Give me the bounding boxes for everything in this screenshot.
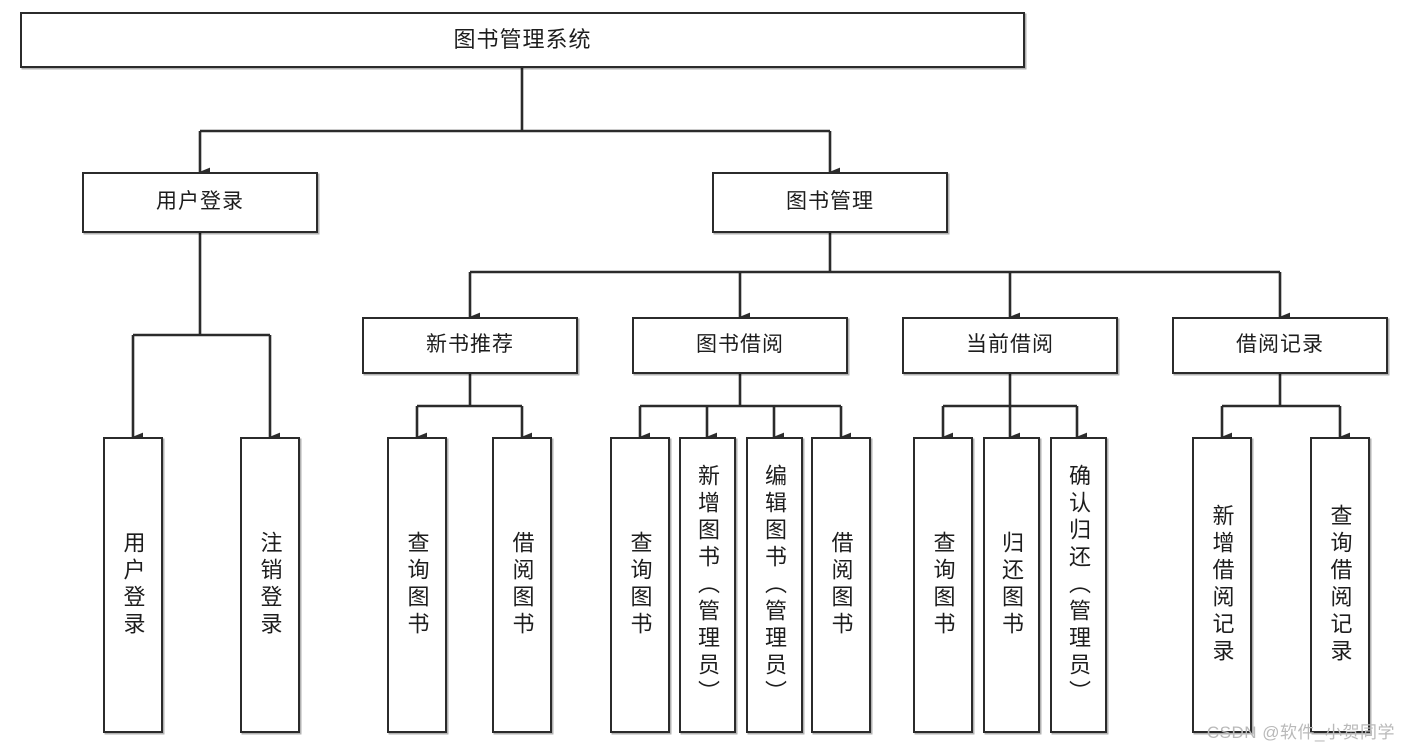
node-borrow-record[interactable]: 借阅记录 (1172, 317, 1388, 374)
node-label: 查询借阅记录 (1327, 504, 1353, 666)
node-label: 图书管理系统 (453, 27, 592, 53)
leaf-record-query-record[interactable]: 查询借阅记录 (1310, 437, 1370, 733)
leaf-current-query-book[interactable]: 查询图书 (913, 437, 973, 733)
node-label: 图书管理 (786, 190, 874, 214)
leaf-current-return-book[interactable]: 归还图书 (983, 437, 1040, 733)
node-label: 新增借阅记录 (1209, 504, 1235, 666)
node-label: 当前借阅 (966, 333, 1054, 357)
leaf-borrow-edit-book-admin[interactable]: 编辑图书（管理员） (746, 437, 803, 733)
node-label: 注销登录 (257, 531, 283, 639)
node-label: 归还图书 (999, 531, 1025, 639)
node-label: 查询图书 (930, 531, 956, 639)
leaf-logout[interactable]: 注销登录 (240, 437, 300, 733)
node-label: 新书推荐 (426, 333, 514, 357)
node-label: 借阅图书 (828, 531, 854, 639)
leaf-record-add-record[interactable]: 新增借阅记录 (1192, 437, 1252, 733)
leaf-newbook-borrow-book[interactable]: 借阅图书 (492, 437, 552, 733)
node-user-login[interactable]: 用户登录 (82, 172, 318, 233)
node-label: 新增图书（管理员） (695, 463, 721, 707)
node-label: 用户登录 (120, 531, 146, 639)
node-label: 查询图书 (404, 531, 430, 639)
node-root-system[interactable]: 图书管理系统 (20, 12, 1025, 68)
node-new-book-recommend[interactable]: 新书推荐 (362, 317, 578, 374)
leaf-borrow-borrow-book[interactable]: 借阅图书 (811, 437, 871, 733)
leaf-current-confirm-return-admin[interactable]: 确认归还（管理员） (1050, 437, 1107, 733)
node-book-management[interactable]: 图书管理 (712, 172, 948, 233)
node-label: 借阅图书 (509, 531, 535, 639)
node-label: 编辑图书（管理员） (762, 463, 788, 707)
leaf-newbook-query-book[interactable]: 查询图书 (387, 437, 447, 733)
node-current-borrow[interactable]: 当前借阅 (902, 317, 1118, 374)
node-label: 用户登录 (156, 190, 244, 214)
node-book-borrow[interactable]: 图书借阅 (632, 317, 848, 374)
leaf-borrow-add-book-admin[interactable]: 新增图书（管理员） (679, 437, 736, 733)
node-label: 借阅记录 (1236, 333, 1324, 357)
node-label: 查询图书 (627, 531, 653, 639)
leaf-user-login[interactable]: 用户登录 (103, 437, 163, 733)
leaf-borrow-query-book[interactable]: 查询图书 (610, 437, 670, 733)
node-label: 确认归还（管理员） (1066, 463, 1092, 707)
node-label: 图书借阅 (696, 333, 784, 357)
